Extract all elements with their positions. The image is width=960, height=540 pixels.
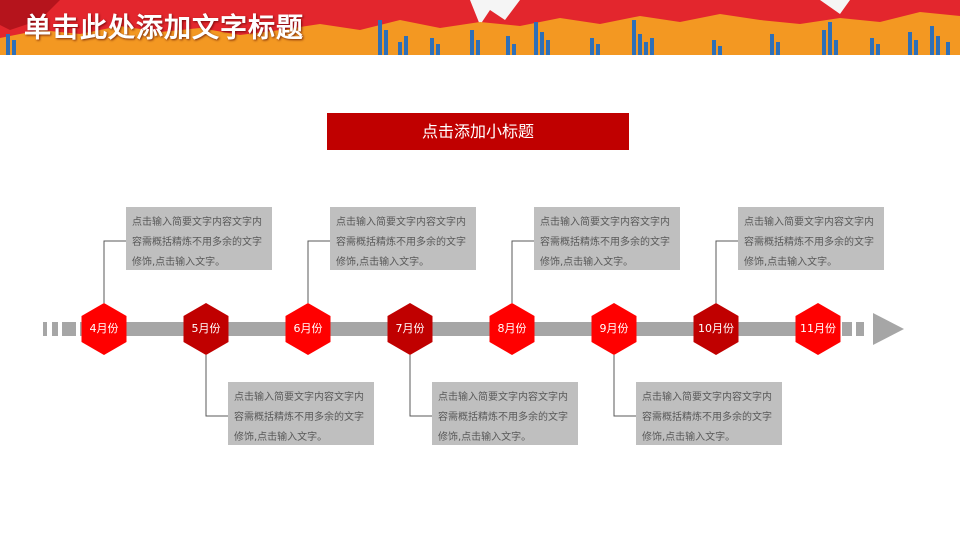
milestone-description[interactable]: 点击输入简要文字内容文字内容需概括精炼不用多余的文字修饰,点击输入文字。 <box>738 207 884 270</box>
milestone-label[interactable]: 10月份 <box>698 322 734 335</box>
milestone-label[interactable]: 7月份 <box>395 322 425 335</box>
milestone-connector <box>205 355 228 417</box>
milestone-description[interactable]: 点击输入简要文字内容文字内容需概括精炼不用多余的文字修饰,点击输入文字。 <box>228 382 374 445</box>
milestone-label[interactable]: 6月份 <box>293 322 323 335</box>
subtitle-box[interactable]: 点击添加小标题 <box>327 113 629 150</box>
milestone-connector <box>613 355 636 417</box>
milestone-label[interactable]: 9月份 <box>599 322 629 335</box>
milestone-description[interactable]: 点击输入简要文字内容文字内容需概括精炼不用多余的文字修饰,点击输入文字。 <box>636 382 782 445</box>
milestone-hexagon <box>591 303 637 355</box>
milestone-label[interactable]: 5月份 <box>191 322 221 335</box>
milestone-label[interactable]: 11月份 <box>800 322 836 335</box>
milestone-label[interactable]: 4月份 <box>89 322 119 335</box>
milestone-label[interactable]: 8月份 <box>497 322 527 335</box>
milestone-connector <box>715 240 738 303</box>
milestone-connector <box>409 355 432 417</box>
timeline-track <box>43 313 904 345</box>
header-banner <box>0 0 960 55</box>
milestone-hexagon <box>81 303 127 355</box>
page-title[interactable]: 单击此处添加文字标题 <box>24 13 304 44</box>
milestone-connector <box>511 240 534 303</box>
milestone-description[interactable]: 点击输入简要文字内容文字内容需概括精炼不用多余的文字修饰,点击输入文字。 <box>432 382 578 445</box>
milestone-connector <box>307 240 330 303</box>
milestone-description[interactable]: 点击输入简要文字内容文字内容需概括精炼不用多余的文字修饰,点击输入文字。 <box>126 207 272 270</box>
milestone-hexagon <box>489 303 535 355</box>
timeline-arrowhead <box>873 313 904 345</box>
milestone-hexagon <box>795 303 841 355</box>
milestone-description[interactable]: 点击输入简要文字内容文字内容需概括精炼不用多余的文字修饰,点击输入文字。 <box>330 207 476 270</box>
milestone-hexagon <box>183 303 229 355</box>
milestone-connector <box>103 240 126 303</box>
milestone-hexagon <box>285 303 331 355</box>
milestone-hexagon <box>387 303 433 355</box>
milestone-description[interactable]: 点击输入简要文字内容文字内容需概括精炼不用多余的文字修饰,点击输入文字。 <box>534 207 680 270</box>
milestone-hexagon <box>693 303 739 355</box>
